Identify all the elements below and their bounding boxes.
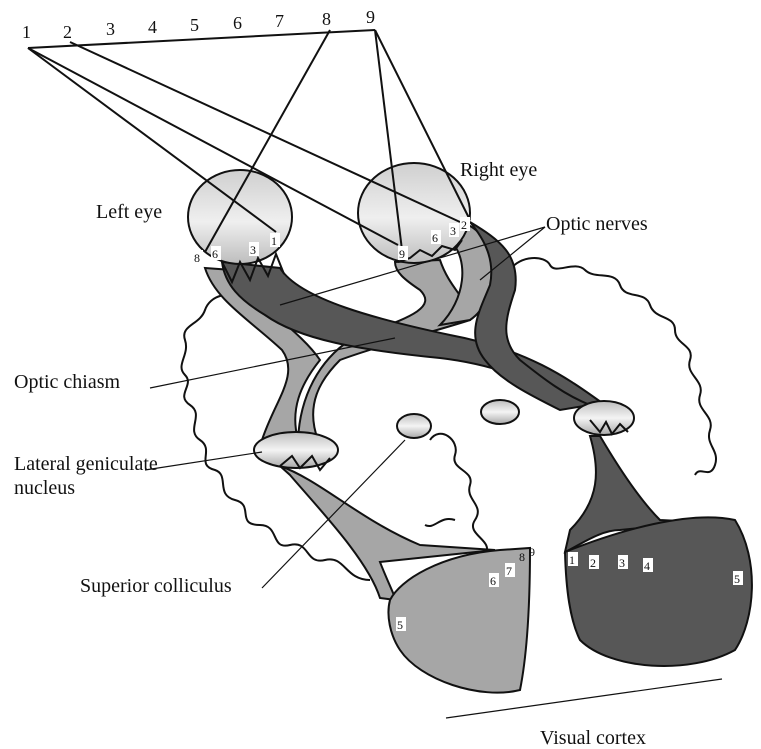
marker: 2 — [461, 218, 467, 232]
superior-colliculus-right — [481, 400, 519, 424]
field-number: 3 — [106, 19, 115, 39]
left-eye-label: Left eye — [96, 201, 162, 223]
right-eye-label: Right eye — [460, 159, 537, 181]
marker: 3 — [450, 224, 456, 238]
marker: 1 — [271, 234, 277, 248]
brain-inner-sulcus — [425, 434, 487, 555]
marker: 2 — [590, 556, 596, 570]
field-number: 6 — [233, 13, 242, 33]
field-number-row: 1 2 3 4 5 6 7 8 9 — [22, 7, 375, 42]
marker: 8 — [519, 550, 525, 564]
marker: 6 — [490, 574, 496, 588]
marker: 8 — [194, 251, 200, 265]
field-number: 8 — [322, 9, 331, 29]
marker: 9 — [529, 545, 535, 559]
visual-cortex-label: Visual cortex — [540, 727, 646, 749]
marker: 5 — [734, 572, 740, 586]
lgn-label-line1: Lateral geniculate — [14, 453, 158, 475]
optic-nerves-label: Optic nerves — [546, 213, 648, 235]
marker: 3 — [250, 243, 256, 257]
optic-chiasm-label: Optic chiasm — [14, 371, 121, 393]
marker: 3 — [619, 556, 625, 570]
marker: 6 — [212, 247, 218, 261]
marker: 7 — [506, 564, 512, 578]
superior-colliculus-label: Superior colliculus — [80, 575, 232, 597]
marker: 5 — [397, 618, 403, 632]
left-eye-globe — [188, 170, 292, 264]
superior-colliculus-left — [397, 414, 431, 438]
field-number: 7 — [275, 11, 284, 31]
right-visual-cortex — [565, 517, 752, 666]
lgn-label-line2: nucleus — [14, 477, 75, 499]
marker: 4 — [644, 559, 650, 573]
marker: 1 — [569, 553, 575, 567]
field-number: 2 — [63, 22, 72, 42]
right-eye-globe — [358, 163, 470, 263]
field-number: 5 — [190, 15, 199, 35]
marker: 9 — [399, 247, 405, 261]
field-number: 1 — [22, 22, 31, 42]
field-number: 9 — [366, 7, 375, 27]
marker: 6 — [432, 231, 438, 245]
field-number: 4 — [148, 17, 157, 37]
